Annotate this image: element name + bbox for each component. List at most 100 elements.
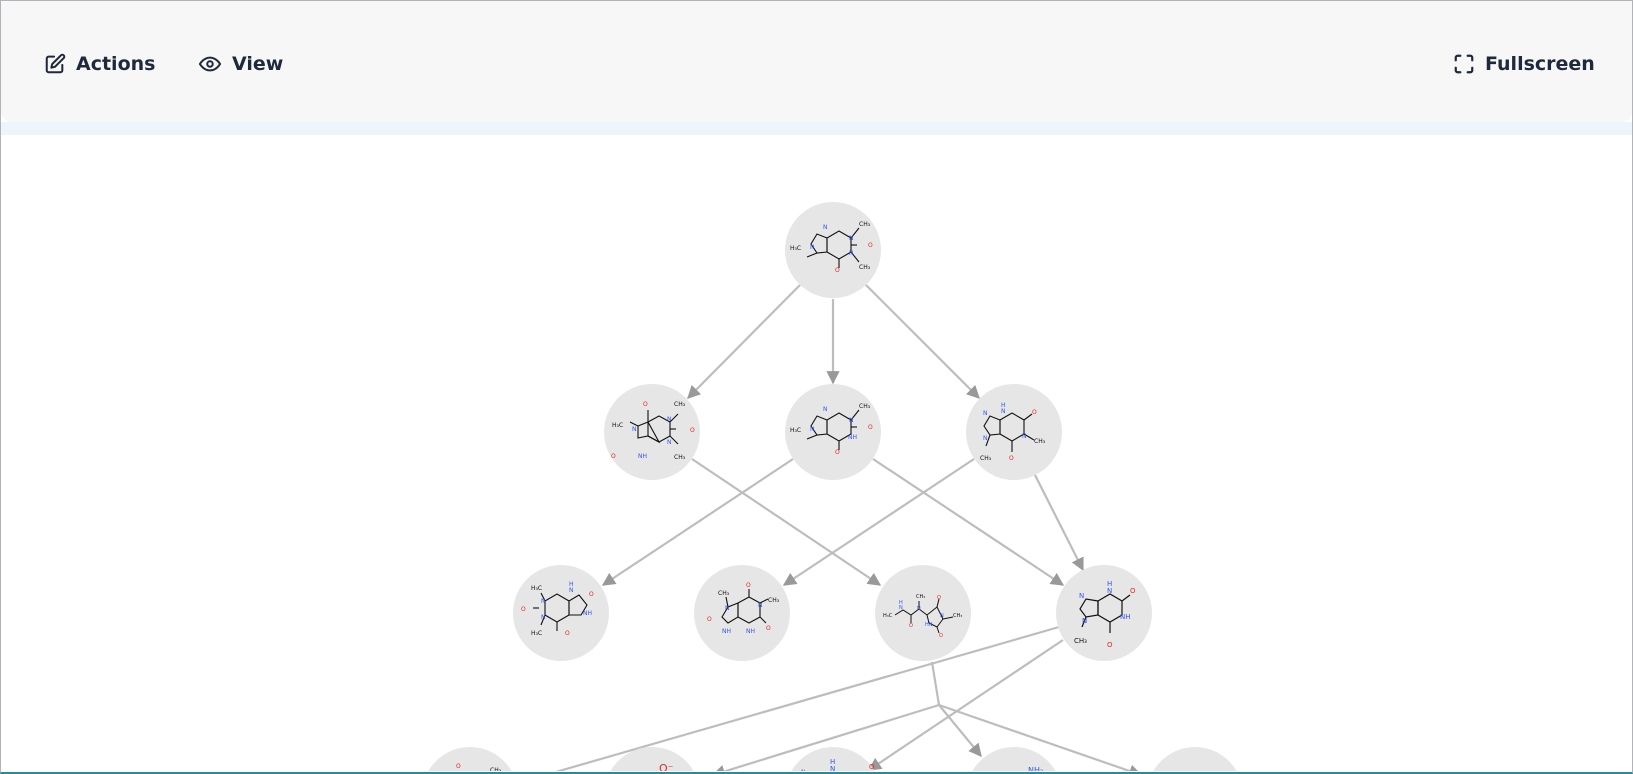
svg-text:O: O <box>643 401 648 408</box>
svg-text:O: O <box>868 424 873 431</box>
svg-text:N: N <box>801 769 806 771</box>
edge-n2b-n3a <box>601 458 794 586</box>
edge-n1-n2a <box>687 284 801 399</box>
svg-text:N: N <box>810 426 815 433</box>
svg-text:O: O <box>521 606 526 613</box>
node-row4-a[interactable]: O CH₃ <box>422 747 518 771</box>
node-dimethylxanthine-mid[interactable]: N CH₃ N O NH O N H₃C <box>785 384 881 480</box>
eye-icon <box>198 56 222 72</box>
svg-text:O: O <box>589 591 594 598</box>
svg-text:N: N <box>667 439 672 446</box>
edge-junction-n4b <box>711 703 940 771</box>
svg-text:CH₃: CH₃ <box>859 264 871 271</box>
svg-text:O: O <box>909 623 913 629</box>
edges <box>555 284 1143 771</box>
edge-n2c-n3d <box>1034 474 1084 572</box>
svg-text:N: N <box>1079 592 1084 600</box>
svg-text:CH₃: CH₃ <box>859 403 871 410</box>
svg-text:H₃C: H₃C <box>790 245 801 252</box>
svg-text:N: N <box>667 416 672 423</box>
node-caffeine[interactable]: N CH₃ N O N CH₃ O N H₃C <box>785 202 881 298</box>
svg-text:N: N <box>758 602 763 609</box>
svg-text:O: O <box>1130 587 1136 595</box>
node-row4-b[interactable]: O⁻ <box>604 747 700 771</box>
svg-text:O: O <box>939 633 943 639</box>
svg-text:N: N <box>1001 408 1006 415</box>
svg-text:H₃C: H₃C <box>531 630 542 637</box>
node-dimethyluric-acid[interactable]: H₃C H N O N NH O N H₃C O <box>513 565 609 661</box>
node-row4-c[interactable]: H N N O <box>785 747 881 771</box>
svg-text:N: N <box>541 598 546 605</box>
svg-text:O: O <box>456 763 461 770</box>
svg-text:O: O <box>690 427 695 434</box>
svg-text:CH₃: CH₃ <box>674 401 686 408</box>
edge-junction-n4d <box>938 704 982 758</box>
svg-text:N: N <box>849 417 854 424</box>
fullscreen-button[interactable]: Fullscreen <box>1453 47 1595 81</box>
svg-text:N: N <box>725 605 730 612</box>
svg-text:CH₃: CH₃ <box>674 454 686 461</box>
pathway-graph: N CH₃ N O N CH₃ O N H₃C O <box>422 202 1243 771</box>
svg-text:N: N <box>541 614 546 621</box>
svg-text:O: O <box>835 449 840 456</box>
svg-text:O: O <box>766 625 771 632</box>
node-7-methylxanthine[interactable]: N H N O NH N CH₃ O <box>1056 565 1152 661</box>
svg-text:H: H <box>569 581 574 588</box>
svg-text:H₃C: H₃C <box>531 585 542 592</box>
edge-n2a-n3c <box>691 458 882 586</box>
svg-text:N: N <box>983 435 988 442</box>
svg-text:O: O <box>937 595 941 601</box>
svg-text:CH₃: CH₃ <box>916 594 925 600</box>
svg-text:CH₃: CH₃ <box>490 767 502 771</box>
svg-text:NH: NH <box>1120 613 1131 621</box>
edge-n3c-junction <box>930 661 941 706</box>
svg-text:NH: NH <box>583 610 592 617</box>
svg-text:O⁻: O⁻ <box>659 762 674 771</box>
node-trimethylallantoin[interactable]: H₃C H N CH₃ N O O N CH₃ HN O <box>875 565 971 661</box>
toolbar: Actions View Fullscreen <box>1 1 1632 122</box>
svg-text:N: N <box>1082 617 1087 625</box>
svg-text:NH₂: NH₂ <box>1028 766 1043 771</box>
actions-label: Actions <box>76 53 156 75</box>
edit-icon <box>45 53 66 74</box>
svg-text:N: N <box>810 244 815 251</box>
edge-n3d-n4a <box>555 625 1060 771</box>
svg-text:O: O <box>746 582 751 589</box>
edge-n2c-n3b <box>782 458 975 586</box>
svg-text:O: O <box>1032 409 1037 416</box>
svg-text:N: N <box>632 426 637 433</box>
svg-text:O: O <box>869 763 875 771</box>
view-button[interactable]: View <box>198 47 283 81</box>
node-row4-e[interactable] <box>1147 747 1243 771</box>
svg-text:CH₃: CH₃ <box>718 590 730 597</box>
svg-text:H: H <box>899 600 903 606</box>
svg-text:O: O <box>1009 455 1014 462</box>
svg-text:N: N <box>940 613 944 619</box>
svg-text:N: N <box>899 605 903 611</box>
svg-text:NH: NH <box>722 628 731 635</box>
svg-text:N: N <box>1022 433 1027 440</box>
svg-text:CH₃: CH₃ <box>859 221 871 228</box>
nodes: N CH₃ N O N CH₃ O N H₃C O <box>422 202 1243 771</box>
svg-text:H: H <box>1107 580 1112 588</box>
node-trimethyluric-acid[interactable]: O CH₃ N O N CH₃ H₃C N O NH <box>604 384 700 480</box>
svg-text:N: N <box>830 765 835 771</box>
svg-text:O: O <box>707 616 712 623</box>
toolbar-divider <box>1 122 1632 135</box>
edge-junction-n4e <box>938 703 1143 771</box>
svg-text:H: H <box>1001 402 1006 409</box>
svg-text:N: N <box>823 224 828 231</box>
node-row4-d[interactable]: NH₂ <box>966 747 1062 771</box>
svg-text:CH₃: CH₃ <box>980 455 992 462</box>
actions-button[interactable]: Actions <box>44 47 155 81</box>
fullscreen-label: Fullscreen <box>1485 53 1595 75</box>
svg-text:NH: NH <box>848 434 857 441</box>
svg-text:N: N <box>849 250 854 257</box>
node-paraxanthine[interactable]: H N O N CH₃ O N N CH₃ <box>966 384 1062 480</box>
graph-canvas[interactable]: N CH₃ N O N CH₃ O N H₃C O <box>1 135 1632 771</box>
edge-n3d-n4c <box>867 639 1064 771</box>
svg-text:N: N <box>849 235 854 242</box>
svg-text:O: O <box>611 453 616 460</box>
node-dimethyluric-acid-2[interactable]: CH₃ O N N CH₃ O O NH NH <box>694 565 790 661</box>
svg-text:H: H <box>830 758 835 766</box>
